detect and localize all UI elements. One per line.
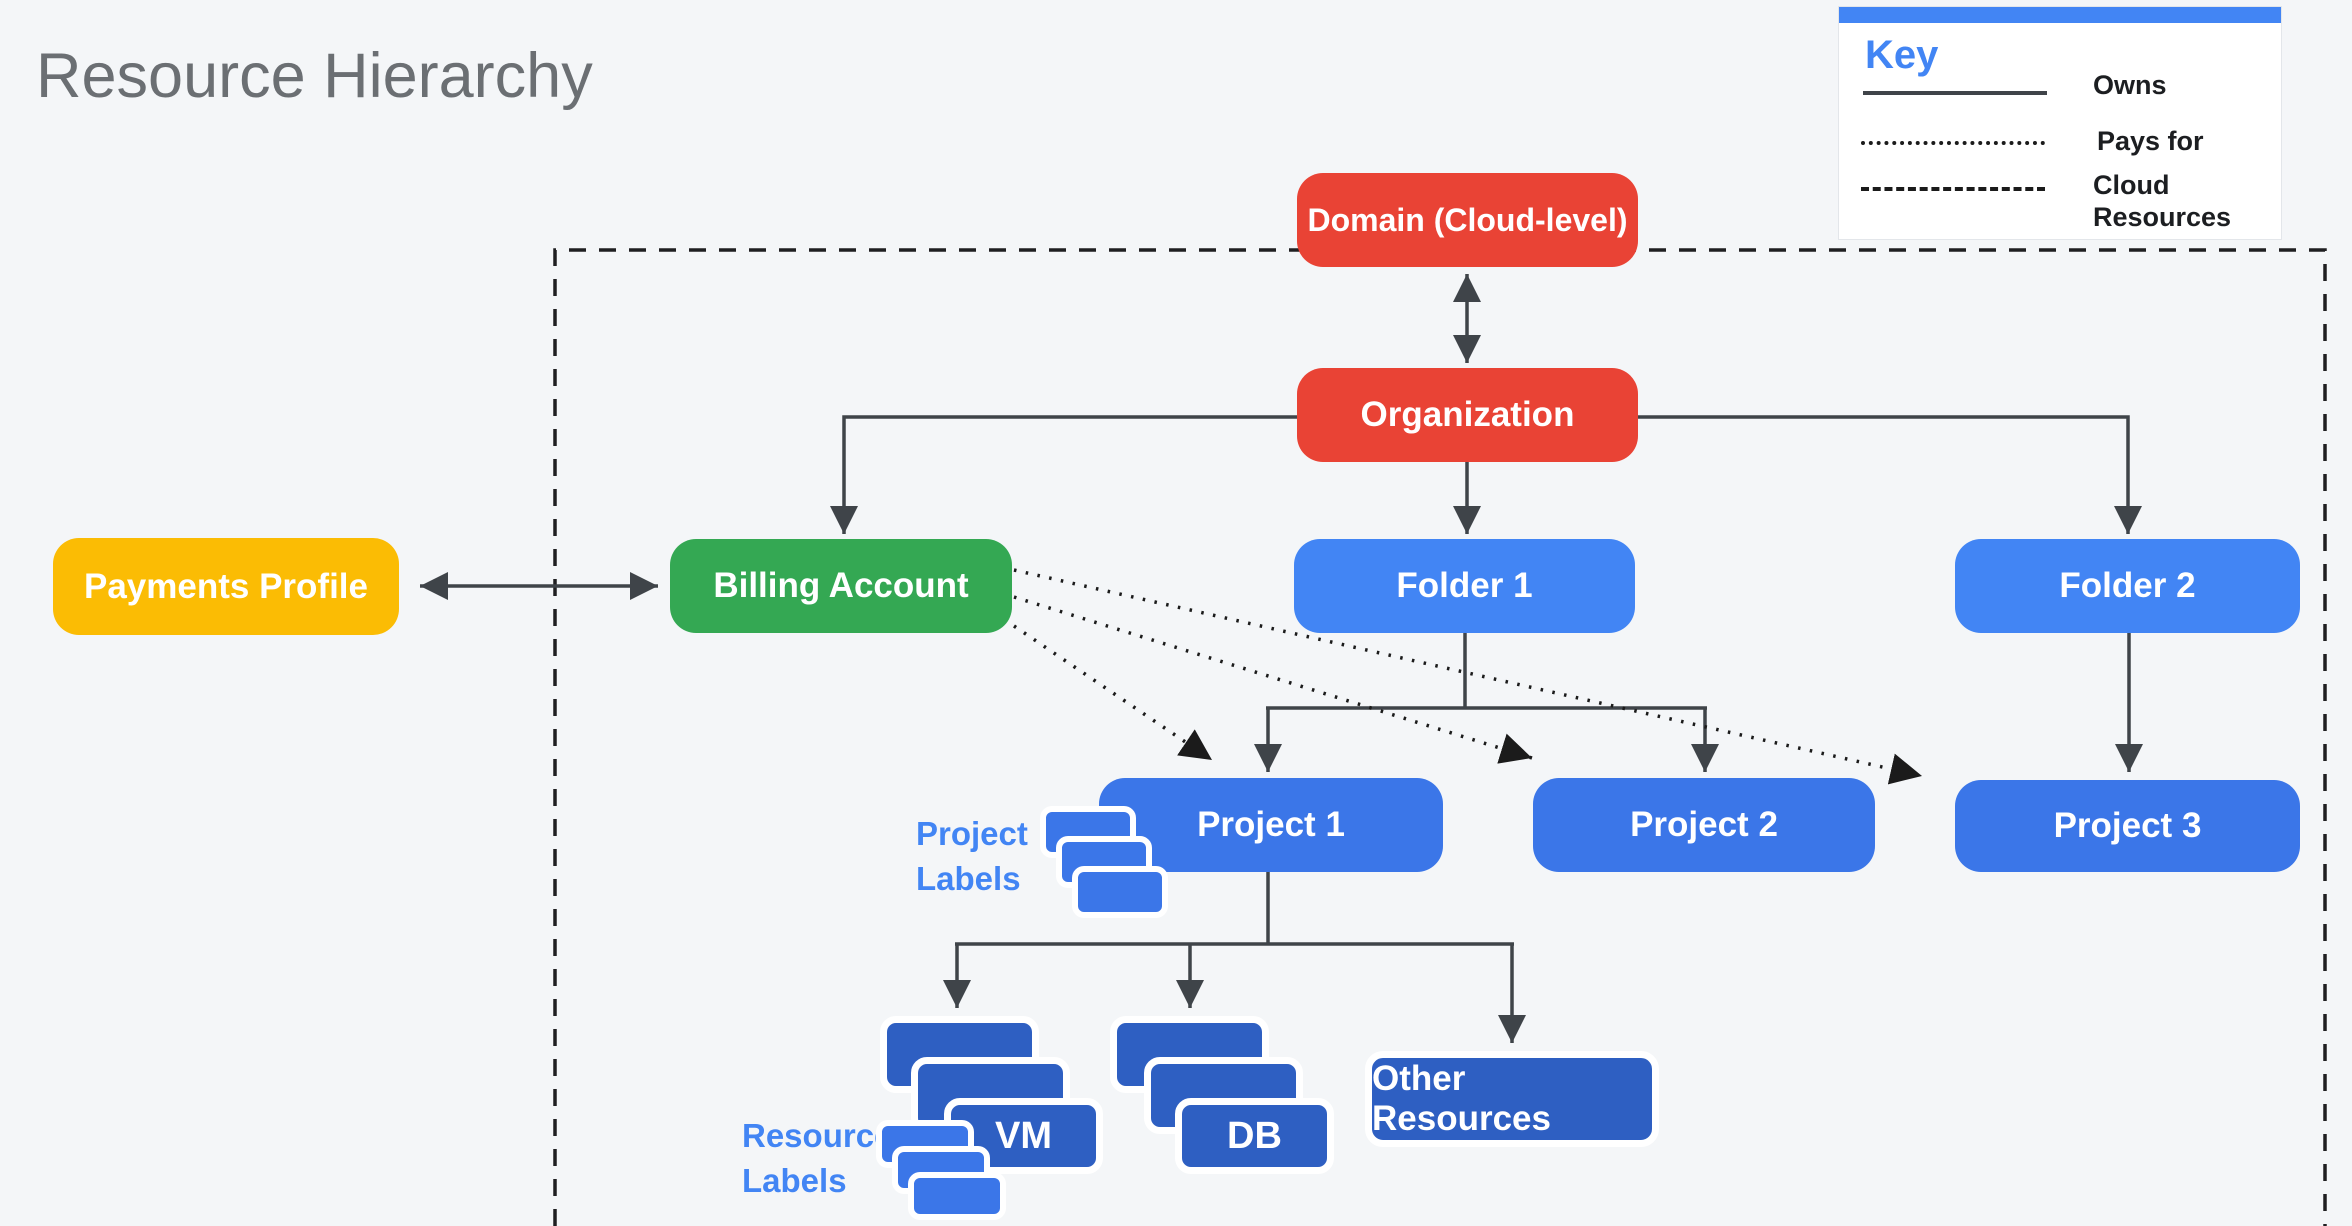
legend-dashed-line-sample <box>1861 187 2045 191</box>
legend-key-box: Key Owns Pays for Cloud Resources <box>1838 6 2282 240</box>
resource-label-card <box>908 1172 1006 1220</box>
node-project-1: Project 1 <box>1099 778 1443 872</box>
legend-heading: Key <box>1865 33 1939 77</box>
resource-labels-annotation: Resource Labels <box>742 1117 893 1199</box>
project-labels-annotation: Project Labels <box>916 815 1028 897</box>
node-project-3: Project 3 <box>1955 780 2300 872</box>
node-db: DB <box>1175 1098 1334 1174</box>
node-payments-profile: Payments Profile <box>53 538 399 635</box>
node-project-2: Project 2 <box>1533 778 1875 872</box>
legend-item-owns-label: Owns <box>2093 70 2167 100</box>
legend-item-cloud-resources-label: Cloud Resources <box>2093 170 2232 233</box>
legend-item-pays-for-label: Pays for <box>2097 126 2204 156</box>
legend-dotted-line-sample <box>1861 141 2045 145</box>
owns-solid-connectors <box>420 274 2143 1043</box>
page-title: Resource Hierarchy <box>36 41 593 111</box>
project-label-card <box>1072 866 1168 918</box>
node-other-resources: Other Resources <box>1365 1051 1659 1147</box>
node-folder-2: Folder 2 <box>1955 539 2300 633</box>
legend-accent-bar <box>1839 7 2281 23</box>
node-organization: Organization <box>1297 368 1638 462</box>
node-domain: Domain (Cloud-level) <box>1297 173 1638 267</box>
node-folder-1: Folder 1 <box>1294 539 1635 633</box>
legend-solid-line-sample <box>1863 91 2047 95</box>
node-billing-account: Billing Account <box>670 539 1012 633</box>
